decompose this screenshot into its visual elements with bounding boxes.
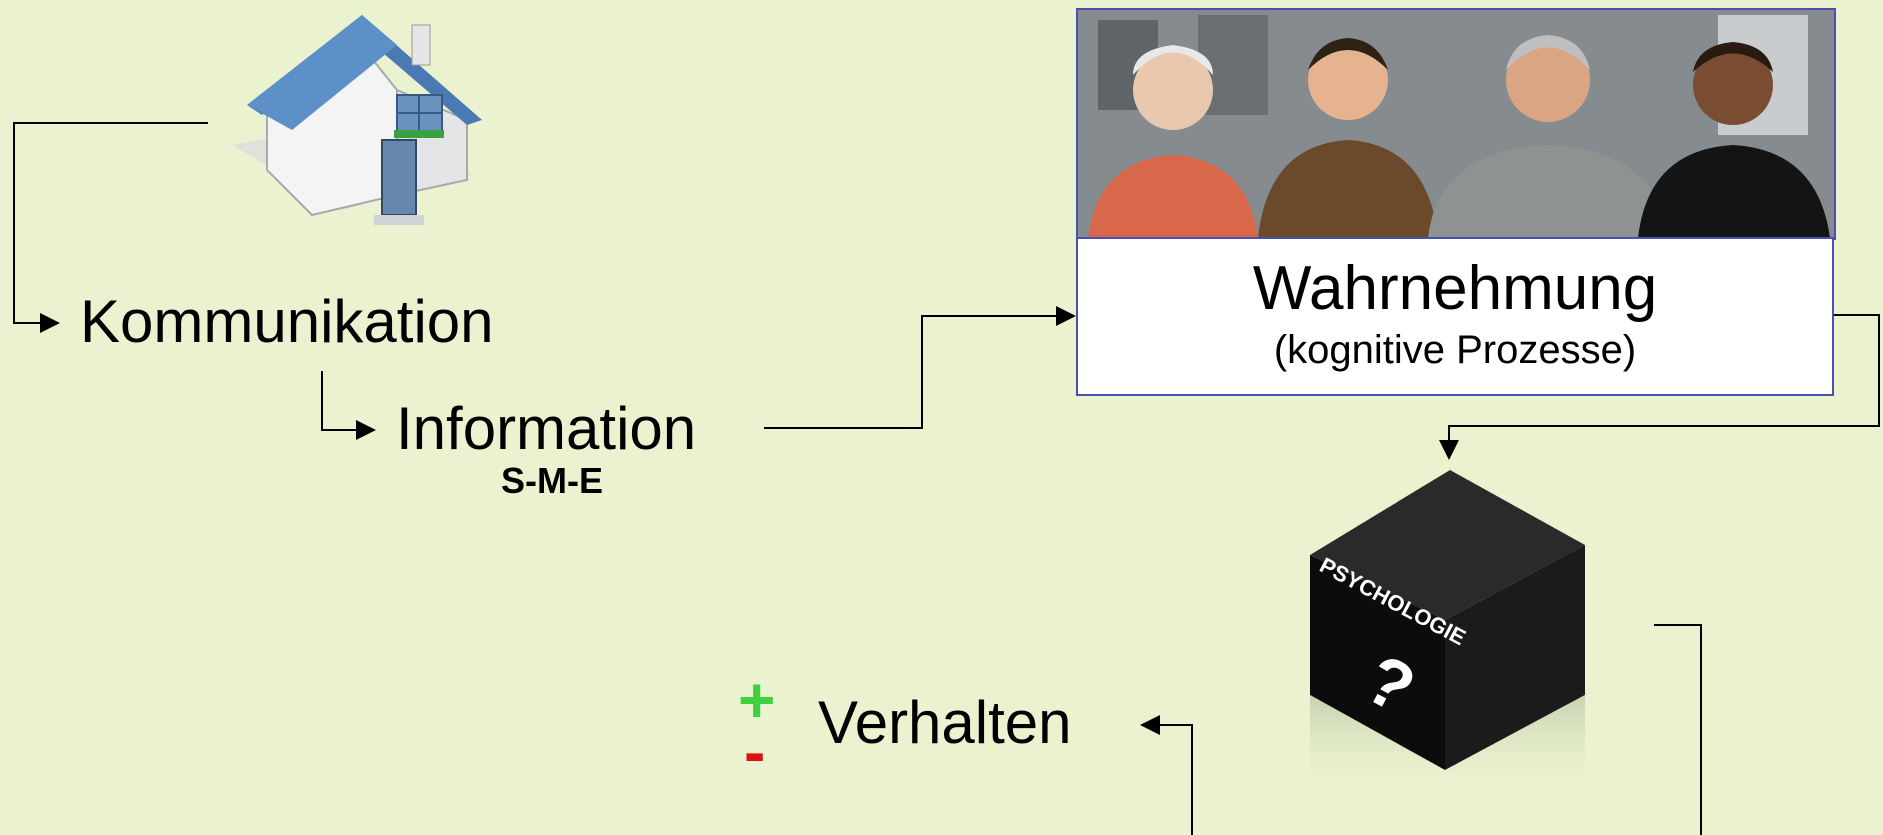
plus-sign: + <box>738 664 776 736</box>
line-box-right <box>1654 624 1702 835</box>
arrow-house-to-kommunikation <box>13 122 208 333</box>
verhalten-label: Verhalten <box>818 689 1072 756</box>
person-1 <box>1088 45 1258 238</box>
arrow-information-to-wahrnehmung <box>764 306 1076 429</box>
people-photo <box>1076 8 1836 240</box>
information-label: Information <box>396 395 697 462</box>
wahrnehmung-subtitle: (kognitive Prozesse) <box>1273 328 1637 372</box>
person-3 <box>1428 35 1668 238</box>
person-4 <box>1638 42 1830 238</box>
wahrnehmung-box: Wahrnehmung (kognitive Prozesse) <box>1076 237 1834 396</box>
wahrnehmung-title: Wahrnehmung <box>1252 254 1658 323</box>
arrow-to-verhalten <box>1140 715 1193 835</box>
sme-label: S-M-E <box>501 460 603 501</box>
minus-sign: - <box>744 716 766 788</box>
kommunikation-label: Kommunikation <box>80 288 494 355</box>
arrow-wahrnehmung-to-box <box>1439 314 1880 460</box>
person-2 <box>1258 38 1438 238</box>
house-icon <box>232 15 482 225</box>
arrow-kommunikation-to-information <box>321 371 376 440</box>
psychology-box-icon: PSYCHOLOGIE ? <box>1310 470 1585 800</box>
